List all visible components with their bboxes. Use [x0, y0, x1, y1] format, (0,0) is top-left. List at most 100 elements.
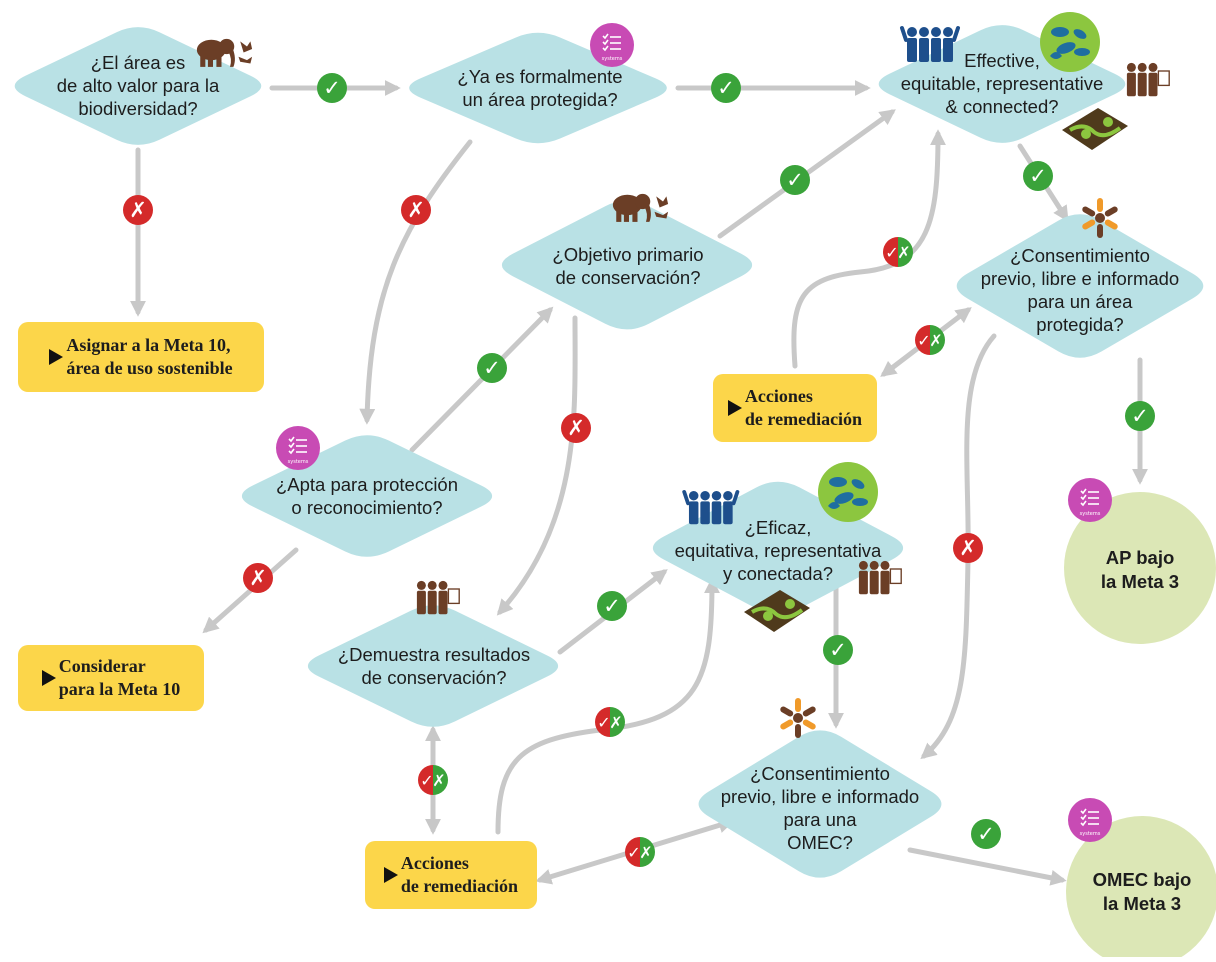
community-icon-en [1126, 62, 1170, 97]
check-icon: ✓ [829, 638, 847, 662]
systems-badge-label: systems [1080, 511, 1101, 517]
badge-no-2: ✗ [401, 195, 431, 225]
badge-no-5: ✗ [953, 533, 983, 563]
person-body [1137, 72, 1147, 97]
species-shape [1073, 29, 1087, 39]
systems-check-mark [1080, 500, 1087, 507]
hand-shape [780, 706, 794, 717]
no-badge-circle [401, 195, 431, 225]
map-corridor [1069, 124, 1122, 138]
arrow-suitable-to-objective [409, 306, 554, 453]
mixed-badge-right [898, 237, 913, 267]
systems-check-mark [602, 45, 609, 52]
arrow-objective-to-demonstrates [496, 315, 578, 616]
decision-formal-pa: ¿Ya es formalmente un área protegida? [457, 66, 623, 110]
person-head [931, 27, 941, 37]
person-head [688, 490, 699, 501]
arrow-remediation-to-effective-en [791, 129, 946, 369]
cross-icon: ✗ [567, 416, 585, 440]
species-shape [1050, 52, 1062, 59]
person-head [1148, 62, 1158, 72]
systems-check-mark [602, 33, 609, 40]
check-icon: ✓ [1029, 164, 1047, 188]
check-icon: ✓ [603, 594, 621, 618]
diamond-primary-objective [501, 200, 753, 330]
check-icon: ✓ [786, 168, 804, 192]
person-body [711, 501, 722, 525]
diamond-consent-pa [956, 214, 1204, 358]
person-body [931, 38, 941, 62]
elephant-icon-2 [612, 193, 669, 222]
cross-icon: ✗ [929, 331, 942, 350]
systems-check-mark [288, 448, 295, 455]
mixed-badge-right [640, 837, 655, 867]
systems-badge-circle [590, 23, 634, 67]
map-patch [1081, 129, 1091, 139]
systems-badge-label: systems [1080, 831, 1101, 837]
check-icon: ✓ [483, 356, 501, 380]
action-remediation-top: Acciones de remediación [713, 374, 877, 442]
person-head [869, 560, 879, 570]
check-icon: ✓ [627, 843, 640, 862]
consent-hands-icon-pa [1082, 198, 1118, 238]
check-icon: ✓ [977, 822, 995, 846]
yes-badge-circle [317, 73, 347, 103]
check-icon: ✓ [885, 243, 898, 262]
no-badge-circle [243, 563, 273, 593]
badge-yes-9: ✓ [971, 819, 1001, 849]
decision-consent-oecm: ¿Consentimiento previo, libre e informad… [720, 763, 920, 853]
hand-shape [1097, 224, 1103, 238]
badge-yes-4: ✓ [1023, 161, 1053, 191]
action-meta10-sustainable-label: Asignar a la Meta 10, área de uso sosten… [66, 335, 233, 378]
cross-icon: ✗ [609, 713, 622, 732]
person-body [907, 38, 917, 62]
person-body [869, 570, 879, 595]
badge-yes-3: ✓ [780, 165, 810, 195]
cross-icon: ✗ [129, 198, 147, 222]
people-icon-es [682, 490, 740, 525]
badge-mixed-5: ✓✗ [625, 837, 655, 867]
map-icon-es [744, 590, 810, 632]
badge-no-1: ✗ [123, 195, 153, 225]
badge-yes-1: ✓ [317, 73, 347, 103]
hand-shape [802, 719, 816, 730]
decision-primary-objective: ¿Objetivo primario de conservación? [552, 244, 704, 288]
species-shape [828, 502, 840, 509]
species-icon-en [1040, 12, 1100, 72]
badge-yes-7: ✓ [597, 591, 627, 621]
decision-effective-es: ¿Eficaz, equitativa, representativa y co… [674, 516, 882, 584]
systems-check-mark [1080, 488, 1087, 495]
person-body [919, 38, 929, 62]
person-head [919, 27, 929, 37]
outcome-circle-pa [1064, 492, 1216, 644]
map-patch [785, 599, 795, 609]
person-head [943, 27, 953, 37]
yes-badge-circle [477, 353, 507, 383]
decision-suitable: ¿Apta para protección o reconocimiento? [275, 474, 459, 518]
person-body [688, 501, 699, 525]
person-head [700, 490, 710, 501]
cross-icon: ✗ [407, 198, 425, 222]
hand-shape [1082, 206, 1096, 217]
systems-badge-circle [276, 426, 320, 470]
no-badge-circle [561, 413, 591, 443]
mixed-badge-right [433, 765, 448, 795]
people-icon-en [900, 26, 960, 62]
play-icon [727, 400, 742, 416]
yes-badge-circle [823, 635, 853, 665]
species-shape [1074, 48, 1090, 56]
systems-check-mark [1080, 814, 1087, 821]
arrow-consent-oecm-to-oecm [907, 847, 1067, 886]
systems-check-mark [1080, 494, 1087, 501]
mixed-badge-left [915, 325, 930, 355]
species-shape [834, 492, 854, 504]
hand-shape [1082, 219, 1096, 230]
elephant-leg [207, 55, 213, 67]
play-icon [41, 670, 56, 686]
species-shape [851, 479, 865, 489]
clipboard-shape [889, 568, 902, 585]
person-body [427, 590, 437, 615]
person-arm [900, 26, 908, 42]
species-icon-es [818, 462, 878, 522]
